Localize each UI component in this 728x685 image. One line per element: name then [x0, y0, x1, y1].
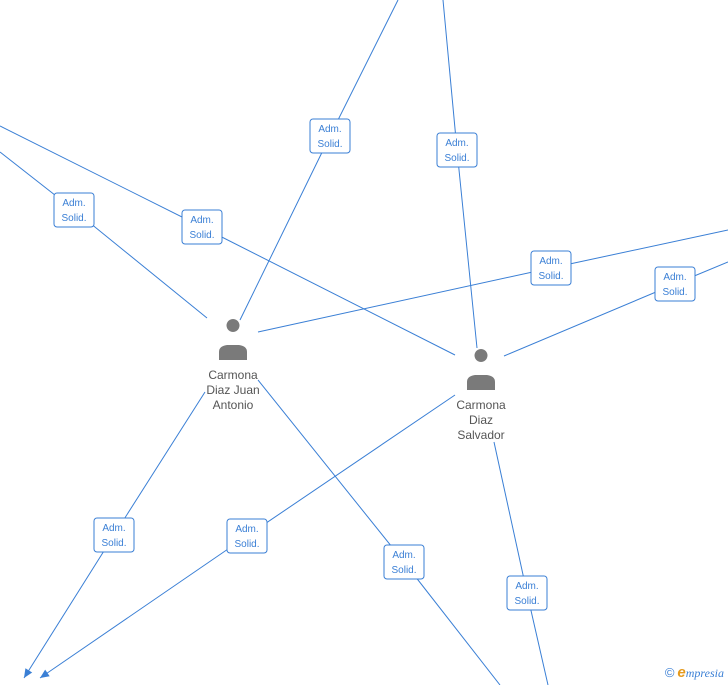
- relation-badge[interactable]: Adm. Solid.: [93, 517, 135, 553]
- relation-badge-box: [226, 518, 268, 554]
- person-name-line: Antonio: [213, 398, 254, 412]
- relation-badge-box: [93, 517, 135, 553]
- relation-label: Solid.: [317, 139, 342, 150]
- relation-badge-box: [654, 266, 696, 302]
- relation-badge-box: [506, 575, 548, 611]
- person-icon: [467, 349, 495, 390]
- relation-label: Adm.: [515, 581, 538, 592]
- relation-label: Solid.: [61, 213, 86, 224]
- relation-label: Adm.: [539, 256, 562, 267]
- person-name-line: Carmona: [456, 398, 506, 412]
- relation-badge-box: [181, 209, 223, 245]
- relation-label: Adm.: [62, 198, 85, 209]
- relation-label: Solid.: [189, 230, 214, 241]
- arrowhead: [40, 669, 50, 678]
- relation-badge[interactable]: Adm. Solid.: [506, 575, 548, 611]
- edge-line: [493, 441, 549, 685]
- person-name-line: Diaz: [469, 413, 493, 427]
- edge-line: [442, 0, 478, 349]
- relation-label: Solid.: [514, 596, 539, 607]
- relation-label: Solid.: [538, 271, 563, 282]
- edge-line: [257, 379, 501, 685]
- edge-line: [239, 0, 399, 321]
- relation-label: Adm.: [102, 523, 125, 534]
- edge-line: [0, 151, 208, 319]
- relation-label: Solid.: [234, 539, 259, 550]
- relation-badge[interactable]: Adm. Solid.: [53, 192, 95, 228]
- empresia-logo-e: e: [677, 664, 686, 681]
- person-name-line: Salvador: [457, 428, 504, 442]
- relation-label: Adm.: [235, 524, 258, 535]
- relation-badge-box: [383, 544, 425, 580]
- relation-label: Adm.: [663, 272, 686, 283]
- relation-badge[interactable]: Adm. Solid.: [530, 250, 572, 286]
- relation-badge[interactable]: Adm. Solid.: [654, 266, 696, 302]
- relation-label: Adm.: [392, 550, 415, 561]
- empresia-watermark: ©empresia: [665, 664, 724, 681]
- person-icon: [219, 319, 247, 360]
- person-name-line: Carmona: [208, 368, 258, 382]
- relation-label: Adm.: [318, 124, 341, 135]
- relation-badge-box: [53, 192, 95, 228]
- relation-label: Adm.: [445, 138, 468, 149]
- relation-badge-box: [530, 250, 572, 286]
- relation-badge[interactable]: Adm. Solid.: [226, 518, 268, 554]
- relation-label: Solid.: [662, 287, 687, 298]
- edge-line: [0, 125, 456, 356]
- relation-label: Solid.: [391, 565, 416, 576]
- copyright-symbol: ©: [664, 665, 675, 680]
- relation-badge[interactable]: Adm. Solid.: [436, 132, 478, 168]
- relation-badge[interactable]: Adm. Solid.: [181, 209, 223, 245]
- relation-badge-box: [436, 132, 478, 168]
- relation-badge-box: [309, 118, 351, 154]
- relation-label: Solid.: [101, 538, 126, 549]
- relation-badge[interactable]: Adm. Solid.: [383, 544, 425, 580]
- relation-label: Solid.: [444, 153, 469, 164]
- person-name-line: Diaz Juan: [206, 383, 259, 397]
- relation-label: Adm.: [190, 215, 213, 226]
- arrowhead: [24, 668, 33, 678]
- empresia-brand: mpresia: [685, 666, 724, 680]
- relation-badge[interactable]: Adm. Solid.: [309, 118, 351, 154]
